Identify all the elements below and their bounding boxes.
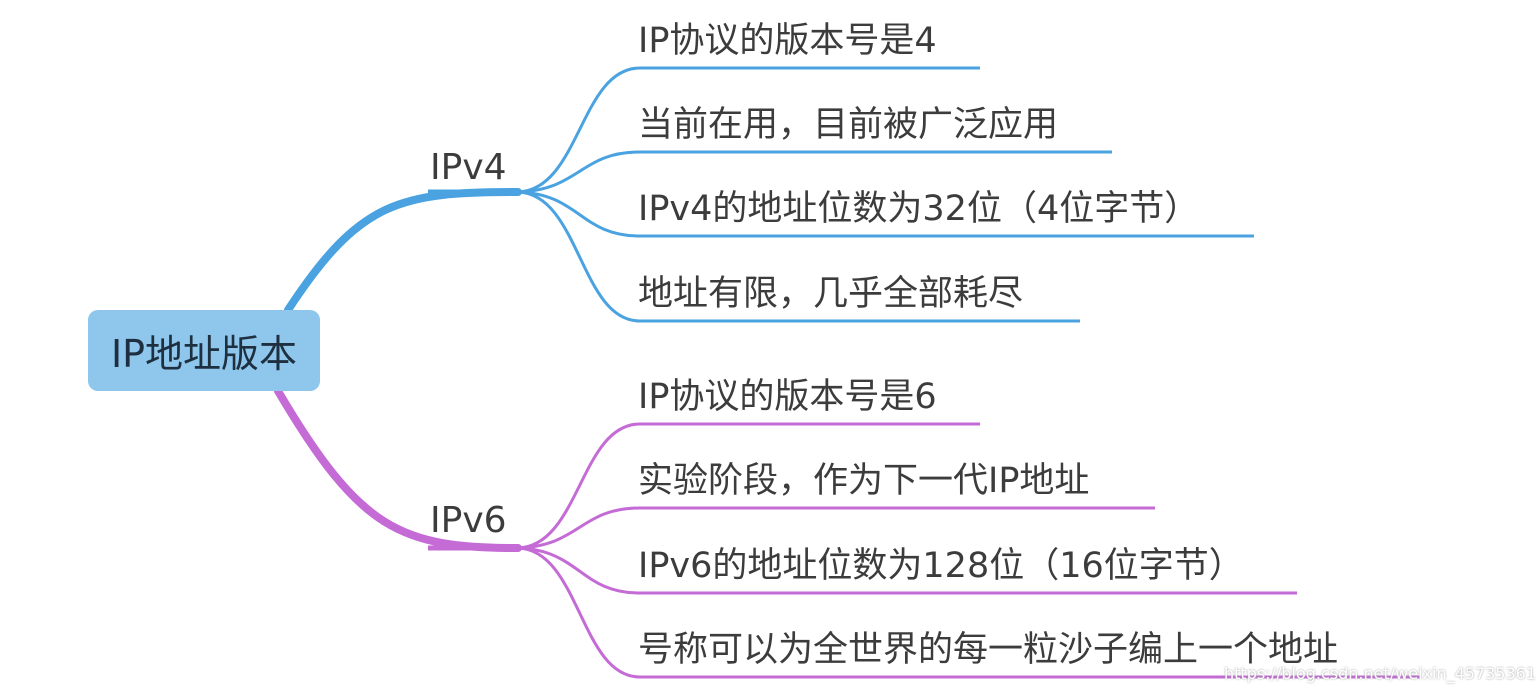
ipv6-leaf-4: 号称可以为全世界的每一粒沙子编上一个地址 xyxy=(638,630,1339,670)
ipv4-leaf-3: IPv4的地址位数为32位（4位字节） xyxy=(638,189,1200,229)
ipv4-leaf-3-connector xyxy=(517,190,1254,238)
ipv4-leaf-1-connector xyxy=(517,66,980,194)
ipv4-leaf-4-connector xyxy=(517,190,1080,323)
connector-lines xyxy=(274,66,1420,679)
ipv6-leaf-2: 实验阶段，作为下一代IP地址 xyxy=(638,461,1090,501)
ipv4-leaf-1: IP协议的版本号是4 xyxy=(638,21,937,61)
ipv4-leaf-2: 当前在用，目前被广泛应用 xyxy=(638,105,1059,145)
ipv6-leaf-1-connector xyxy=(517,422,980,550)
root-node: IP地址版本 xyxy=(88,310,320,391)
watermark: https://blog.csdn.net/weixin_45735361 xyxy=(1224,664,1536,683)
mind-map: IP地址版本 IPv4 IPv6 IP协议的版本号是4 当前在用，目前被广泛应用… xyxy=(88,21,1536,683)
ipv4-leaf-4: 地址有限，几乎全部耗尽 xyxy=(638,274,1024,314)
ipv6-leaf-2-connector xyxy=(517,506,1155,550)
ipv6-leaf-1: IP协议的版本号是6 xyxy=(638,377,937,417)
branch-ipv4-label: IPv4 xyxy=(430,147,507,188)
branch-ipv6-label: IPv6 xyxy=(430,500,507,541)
root-to-ipv4-connector xyxy=(284,188,522,314)
ipv6-leaf-3: IPv6的地址位数为128位（16位字节） xyxy=(638,546,1244,586)
ipv6-leaf-3-connector xyxy=(517,546,1297,595)
ipv4-leaf-2-connector xyxy=(517,150,1112,194)
ipv6-leaf-4-connector xyxy=(517,546,1420,679)
